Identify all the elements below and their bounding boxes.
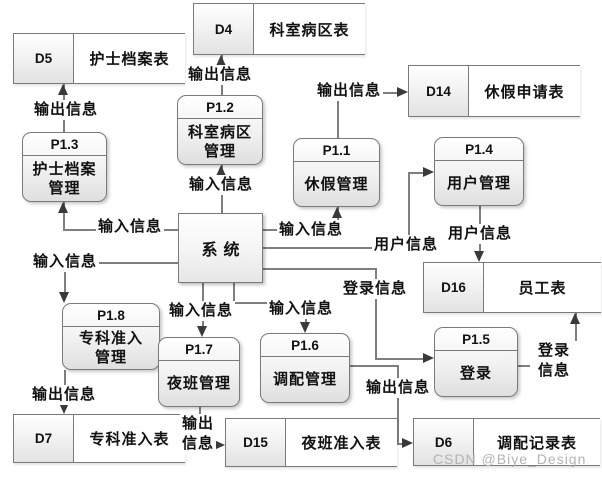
line-sys-to-p14-seg1: [263, 247, 408, 249]
datastore-id: D5: [14, 34, 74, 83]
arrowhead: [58, 84, 68, 95]
flow-label-p16-to-d6: 输出信息: [363, 378, 433, 398]
arrowhead: [214, 440, 225, 450]
line-p11-to-d14-seg1: [337, 92, 339, 138]
line-p16-to-d6-seg1: [350, 365, 397, 367]
flow-label-sys-to-p13: 输入信息: [95, 217, 165, 237]
datastore-name: 休假申请表: [484, 83, 565, 101]
line-sys-to-p14-seg3: [408, 172, 423, 174]
flow-label-sys-to-p15: 登录信息: [340, 279, 410, 299]
process-id: P1.1: [294, 139, 379, 162]
flow-label-sys-to-p17: 输入信息: [166, 301, 236, 321]
process-p1-3: P1.3 护士档案 管理: [22, 132, 107, 202]
line-sys-to-p11-seg2: [337, 207, 339, 229]
datastore-name: 夜班准入表: [301, 435, 382, 452]
process-id: P1.7: [159, 338, 239, 361]
datastore-name: 调配记录表: [496, 434, 577, 452]
datastore-id: D15: [226, 419, 286, 466]
process-id: P1.8: [63, 304, 159, 327]
process-p1-5: P1.5 登录: [434, 327, 518, 397]
line-sys-to-p14-seg2: [408, 172, 410, 247]
process-p1-4: P1.4 用户管理: [434, 137, 524, 206]
datastore-d4: D4 科室病区表: [193, 3, 365, 55]
arrowhead: [397, 87, 408, 97]
datastore-d7: D7 专科准入表: [13, 414, 185, 463]
flow-label-p18-to-d7: 输出信息: [29, 385, 99, 405]
flow-label-sys-to-p12: 输入信息: [186, 175, 256, 195]
line-p15-to-d16-seg2: [575, 313, 577, 365]
process-name: 登录: [459, 365, 492, 382]
flow-label-p15-to-d16: 登录信息: [530, 341, 578, 381]
watermark: CSDN @Biye_Design: [433, 451, 587, 467]
process-name: 夜班管理: [166, 375, 231, 392]
arrowhead: [332, 207, 342, 218]
line-sys-to-p18-seg1: [64, 262, 178, 264]
process-name: 休假管理: [304, 175, 369, 193]
process-id: P1.6: [261, 334, 349, 357]
line-p16-to-d6-seg2: [397, 365, 399, 443]
process-name: 专科准入 管理: [78, 330, 143, 366]
process-id: P1.5: [435, 328, 517, 351]
process-p1-8: P1.8 专科准入 管理: [62, 303, 160, 370]
datastore-name: 专科准入表: [89, 431, 170, 448]
process-name: 护士档案 管理: [32, 160, 97, 197]
system-label: 系统: [201, 242, 246, 259]
datastore-id: D14: [409, 66, 469, 116]
datastore-name: 员工表: [518, 280, 567, 297]
datastore-name: 科室病区表: [269, 21, 350, 39]
system-box: 系统: [178, 213, 263, 283]
process-p1-1: P1.1 休假管理: [293, 138, 380, 207]
process-name: 用户管理: [446, 174, 511, 192]
arrowhead: [423, 167, 434, 177]
arrowhead: [423, 353, 434, 363]
datastore-id: D4: [194, 4, 254, 54]
arrowhead: [59, 292, 69, 303]
arrowhead: [59, 403, 69, 414]
datastore-id: D7: [14, 415, 74, 462]
process-id: P1.2: [178, 96, 262, 119]
arrowhead: [197, 326, 207, 337]
arrowhead: [474, 251, 484, 262]
flow-label-p17-to-d15: 输出 信息: [179, 414, 217, 454]
flow-label-p12-to-d4: 输出信息: [185, 65, 255, 85]
arrowhead: [58, 202, 68, 213]
line-sys-to-p18-seg2: [64, 262, 66, 292]
flow-label-sys-to-p14: 用户信息: [371, 235, 441, 255]
arrowhead: [216, 165, 226, 176]
datastore-d6: D6 调配记录表: [413, 418, 600, 466]
process-p1-7: P1.7 夜班管理: [158, 337, 240, 407]
process-p1-6: P1.6 调配管理: [260, 333, 350, 403]
datastore-name: 护士档案表: [89, 51, 170, 68]
arrowhead: [300, 322, 310, 333]
process-id: P1.3: [23, 133, 106, 156]
datastore-id: D6: [414, 419, 474, 465]
line-p16-to-d6-seg3: [397, 443, 402, 445]
flow-label-p13-to-d5: 输出信息: [31, 100, 101, 120]
line-sys-to-p13-seg2: [63, 202, 65, 229]
process-name: 科室病区 管理: [187, 123, 252, 160]
arrowhead: [402, 438, 413, 448]
datastore-d5: D5 护士档案表: [13, 33, 185, 84]
flow-label-sys-to-p11: 输入信息: [276, 220, 346, 240]
process-name: 调配管理: [272, 371, 337, 388]
line-sys-to-p15-seg2: [375, 268, 377, 358]
datastore-d16: D16 员工表: [423, 262, 601, 313]
line-sys-to-p15-seg3: [375, 358, 423, 360]
process-id: P1.4: [435, 138, 523, 161]
process-p1-2: P1.2 科室病区 管理: [177, 95, 263, 165]
datastore-d14: D14 休假申请表: [408, 65, 580, 117]
datastore-d15: D15 夜班准入表: [225, 418, 397, 467]
arrowhead: [570, 313, 580, 324]
flow-label-sys-to-p16: 输入信息: [266, 299, 336, 319]
datastore-id: D16: [424, 263, 484, 312]
line-sys-to-p16-seg1: [233, 283, 235, 302]
flow-label-sys-to-p18: 输入信息: [30, 252, 100, 272]
line-sys-to-p15-seg1: [263, 268, 375, 270]
flow-label-p14-to-d16: 用户信息: [445, 224, 515, 244]
flow-label-p11-to-d14: 输出信息: [314, 81, 384, 101]
arrowhead: [216, 55, 226, 66]
